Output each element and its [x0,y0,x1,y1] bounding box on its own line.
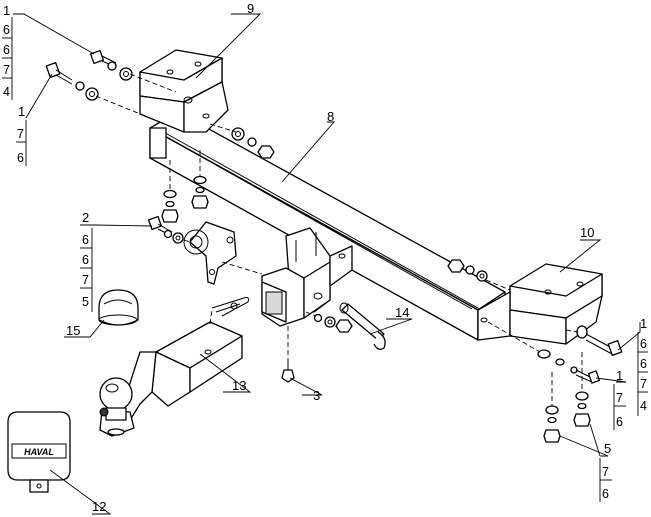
callout-5: 5 [604,441,611,456]
right-bracket [477,263,603,345]
stack-top-left-2: 6 [3,43,10,57]
callout-13: 13 [232,378,246,393]
callout-8: 8 [327,109,334,124]
stack-item2-1: 6 [82,233,89,247]
callout-1-right-mid: 1 [616,368,623,383]
stack-right-bottom: 7 6 [599,458,612,502]
stack-item2-3: 7 [82,273,89,287]
callout-labels: 1 9 8 2 15 13 3 14 10 12 5 1 1 1 [3,1,647,514]
stack-right-top-4: 4 [640,399,647,413]
nut-set-right-upper [447,259,488,282]
receiver-tube [261,227,353,327]
stack-top-left-3: 7 [3,63,10,77]
stack-right-top: 6 6 7 4 [637,332,648,416]
callout-12: 12 [92,499,106,514]
callout-1-top: 1 [3,3,10,18]
stack-right-top-2: 6 [640,357,647,371]
nut-set-right-lower [543,391,591,443]
socket-plate [183,221,237,285]
bolt-set-right [537,325,623,384]
stack-item2: 6 6 7 5 [80,228,93,312]
bolt-set-item2 [147,215,184,244]
callout-9: 9 [247,1,254,16]
nut-set-pin [313,313,353,333]
ball-cover [98,289,139,326]
callout-15: 15 [66,323,80,338]
callout-2: 2 [82,210,89,225]
stack-right-bottom-2: 6 [602,487,609,501]
alignment-lines [95,73,583,406]
bolt-set-left [45,62,99,101]
stack-top-left-4: 4 [3,85,10,99]
stack-right-top-1: 6 [640,337,647,351]
cover-brand-text: HAVAL [24,447,54,457]
stack-left-bolt-1: 7 [17,127,24,141]
spring-clip [211,297,249,317]
callout-10: 10 [580,225,594,240]
callout-3: 3 [313,388,320,403]
nut-set-under-beam [161,175,209,223]
socket-cover [7,411,71,493]
bolt-set-top-left [89,49,133,81]
ball-mount [99,321,243,437]
stack-right-bottom-1: 7 [602,465,609,479]
stack-item2-4: 5 [82,295,89,309]
stack-right-mid: 7 6 [613,384,626,430]
stack-right-top-3: 7 [640,377,647,391]
callout-1-left: 1 [18,104,25,119]
stack-item2-2: 6 [82,253,89,267]
stack-left-bolt-2: 6 [17,151,24,165]
hitch-pin [339,302,386,350]
stack-left-bolt: 7 6 [16,120,27,166]
callout-1-right: 1 [640,316,647,331]
stack-right-mid-2: 6 [616,415,623,429]
stack-top-left: 6 6 7 4 [2,17,13,100]
left-bracket [139,49,229,133]
stack-right-mid-1: 7 [616,391,623,405]
callout-14: 14 [395,305,409,320]
stack-top-left-1: 6 [3,23,10,37]
nut-set-upper-mid [231,127,275,159]
leader-lines [13,13,641,515]
